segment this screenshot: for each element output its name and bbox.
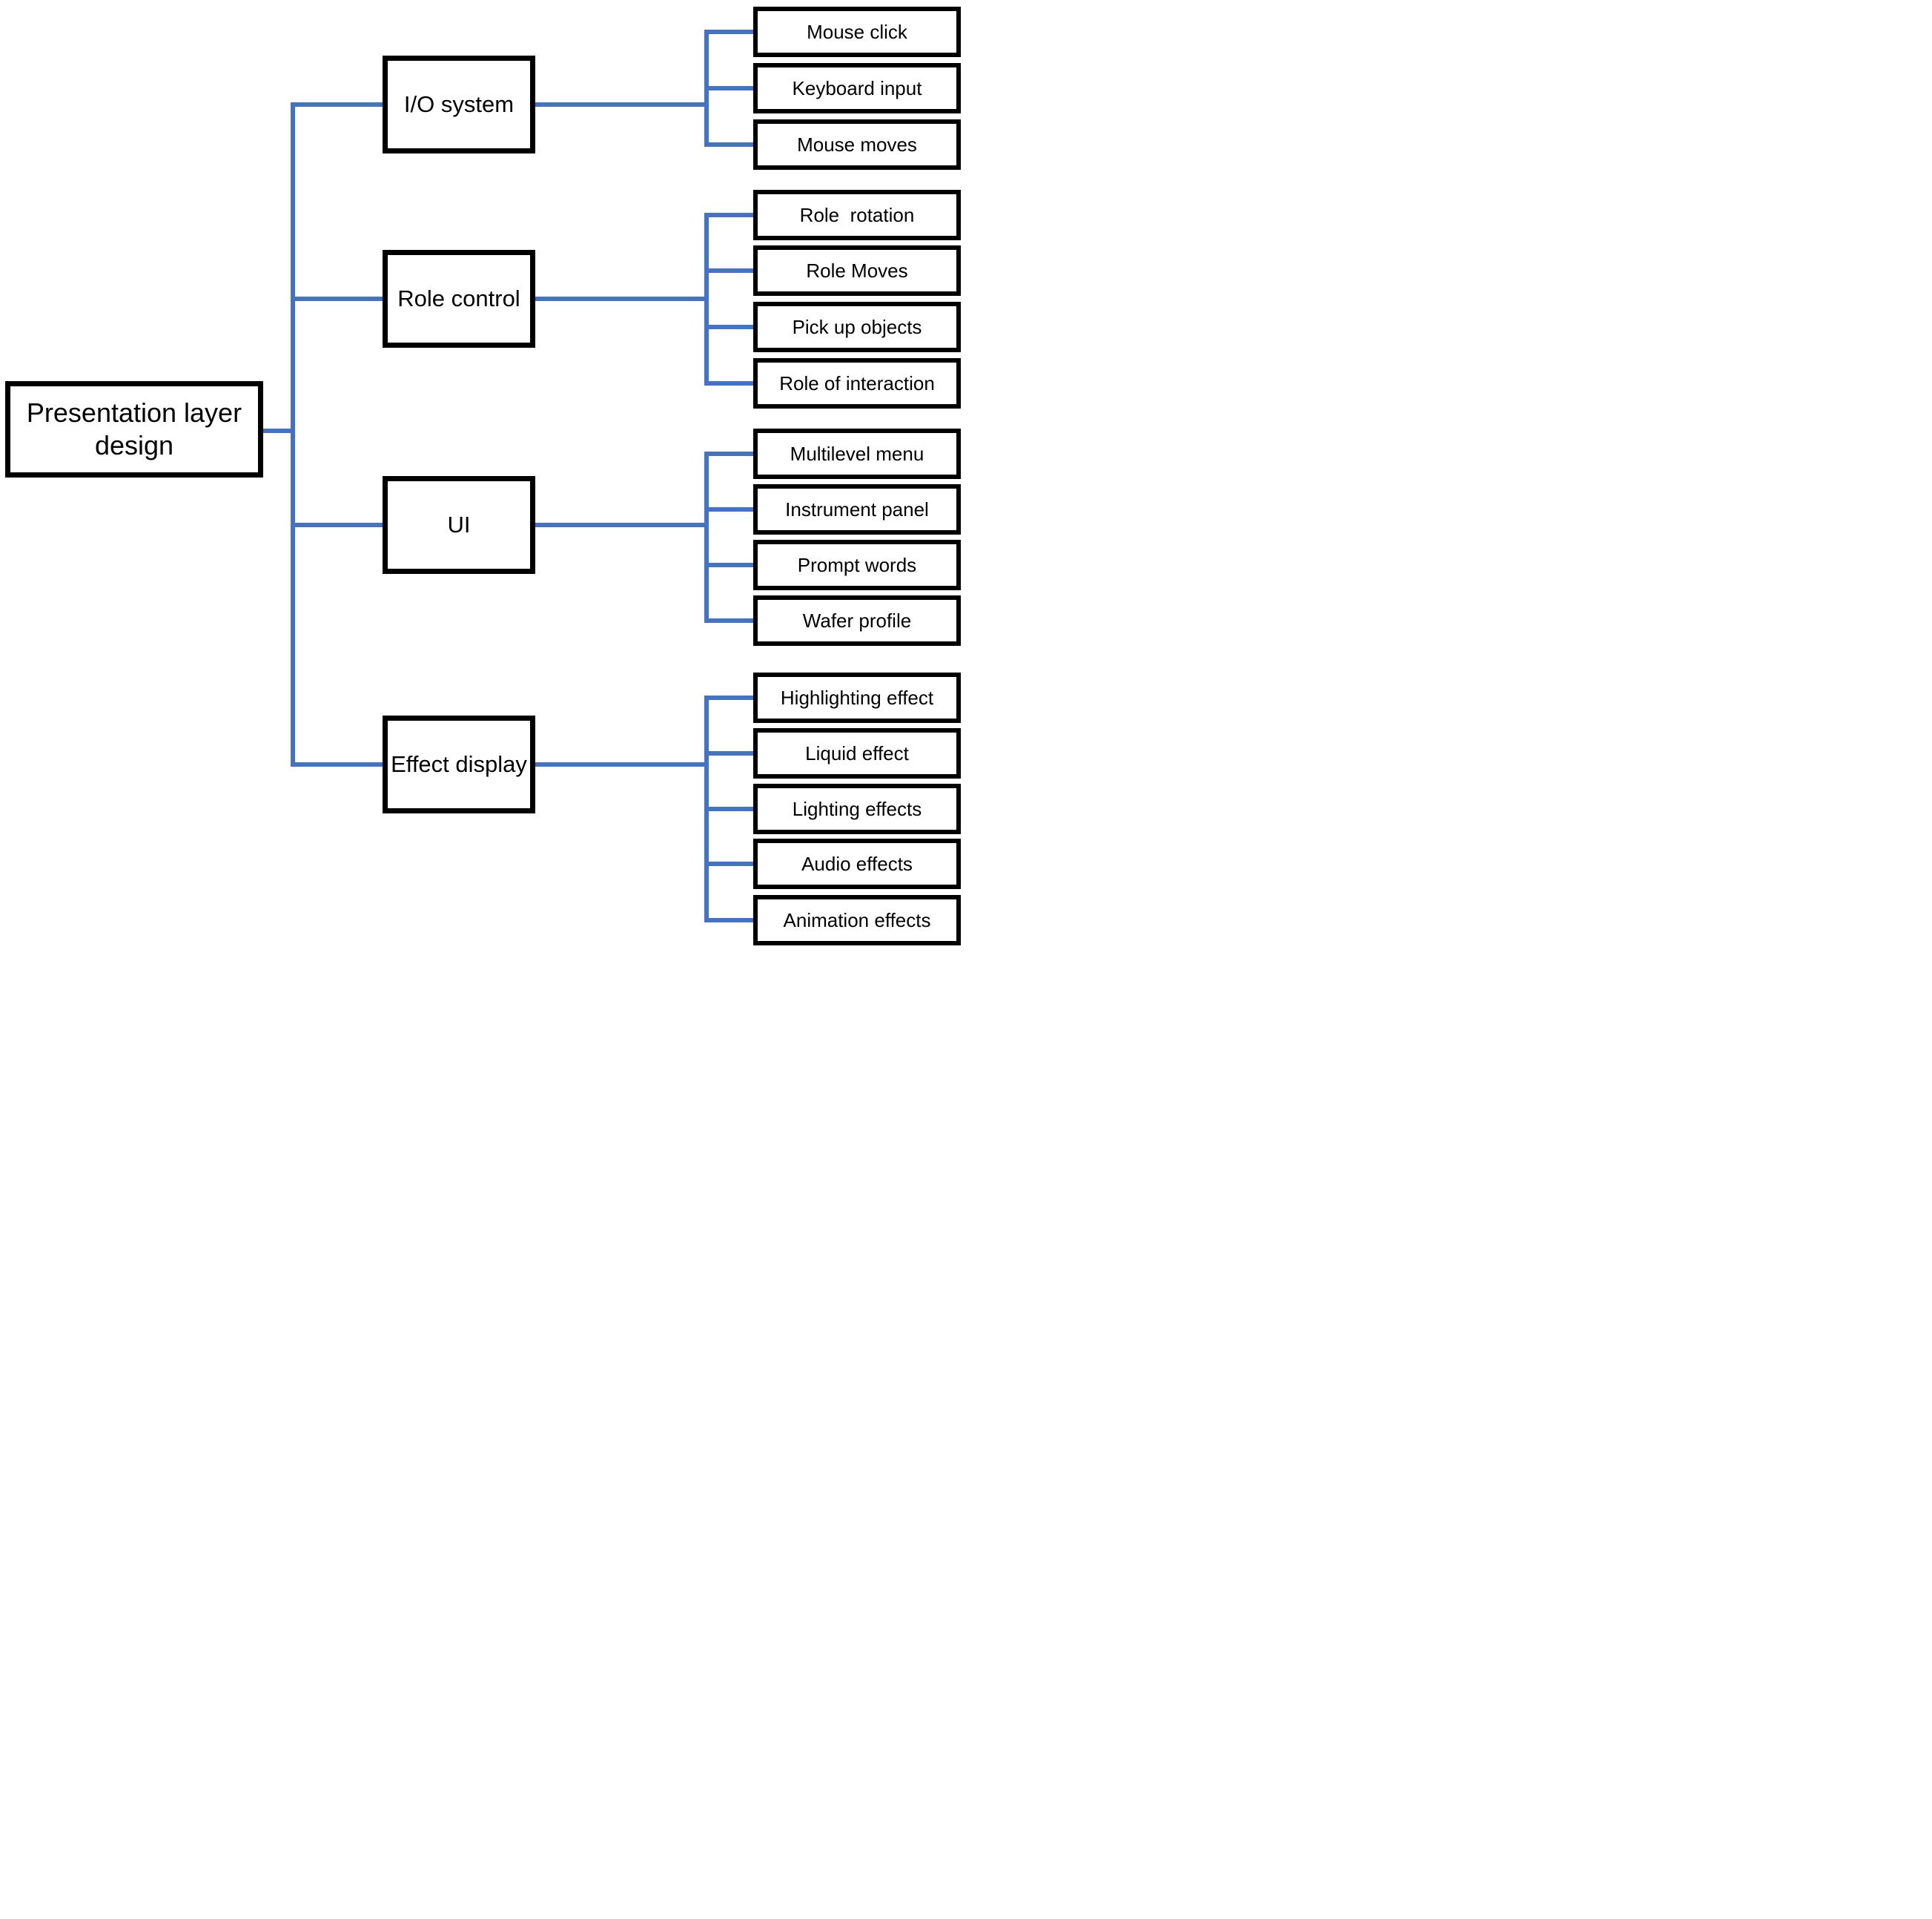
child-label: Liquid effect: [805, 741, 909, 764]
node-multilevel-menu: Multilevel menu: [753, 429, 961, 479]
node-role-of-interaction: Role of interaction: [753, 358, 961, 409]
child-label: Wafer profile: [802, 609, 912, 632]
node-role-rotation: Role rotation: [753, 190, 961, 240]
node-mouse-moves: Mouse moves: [753, 119, 961, 170]
node-instrument-panel: Instrument panel: [753, 484, 961, 535]
node-wafer-profile: Wafer profile: [753, 595, 961, 646]
node-mouse-click: Mouse click: [753, 7, 961, 57]
node-highlighting-effect: Highlighting effect: [753, 673, 961, 723]
node-role-control: Role control: [383, 250, 535, 348]
child-label: Mouse moves: [797, 133, 917, 156]
node-audio-effects: Audio effects: [753, 839, 961, 889]
child-label: Role of interaction: [779, 371, 935, 394]
child-label: Instrument panel: [785, 498, 929, 521]
presentation-layer-diagram: Presentation layer design I/O system Rol…: [0, 0, 966, 960]
child-label: Keyboard input: [792, 76, 922, 99]
child-label: Mouse click: [807, 20, 907, 43]
node-ui: UI: [383, 476, 535, 574]
branch-label: Effect display: [391, 751, 527, 777]
child-label: Audio effects: [801, 852, 913, 875]
connector-lines: [259, 30, 753, 922]
node-presentation-layer-design: Presentation layer design: [5, 381, 263, 478]
child-label: Pick up objects: [792, 315, 922, 338]
child-label: Prompt words: [797, 553, 917, 576]
child-label: Role Moves: [806, 259, 908, 282]
child-label: Role rotation: [799, 203, 915, 226]
node-lighting-effects: Lighting effects: [753, 784, 961, 834]
node-prompt-words: Prompt words: [753, 540, 961, 590]
branch-label: Role control: [397, 285, 520, 311]
node-io-system: I/O system: [383, 56, 535, 153]
node-effect-display: Effect display: [383, 716, 535, 813]
child-label: Lighting effects: [792, 797, 922, 820]
node-role-moves: Role Moves: [753, 245, 961, 296]
branch-label: UI: [447, 512, 471, 538]
child-label: Multilevel menu: [790, 442, 924, 465]
node-animation-effects: Animation effects: [753, 895, 961, 945]
child-label: Highlighting effect: [780, 686, 934, 709]
node-keyboard-input: Keyboard input: [753, 63, 961, 113]
node-pick-up-objects: Pick up objects: [753, 302, 961, 352]
node-liquid-effect: Liquid effect: [753, 728, 961, 779]
root-label: Presentation layer design: [26, 397, 242, 460]
branch-label: I/O system: [403, 91, 515, 117]
child-label: Animation effects: [783, 908, 931, 931]
